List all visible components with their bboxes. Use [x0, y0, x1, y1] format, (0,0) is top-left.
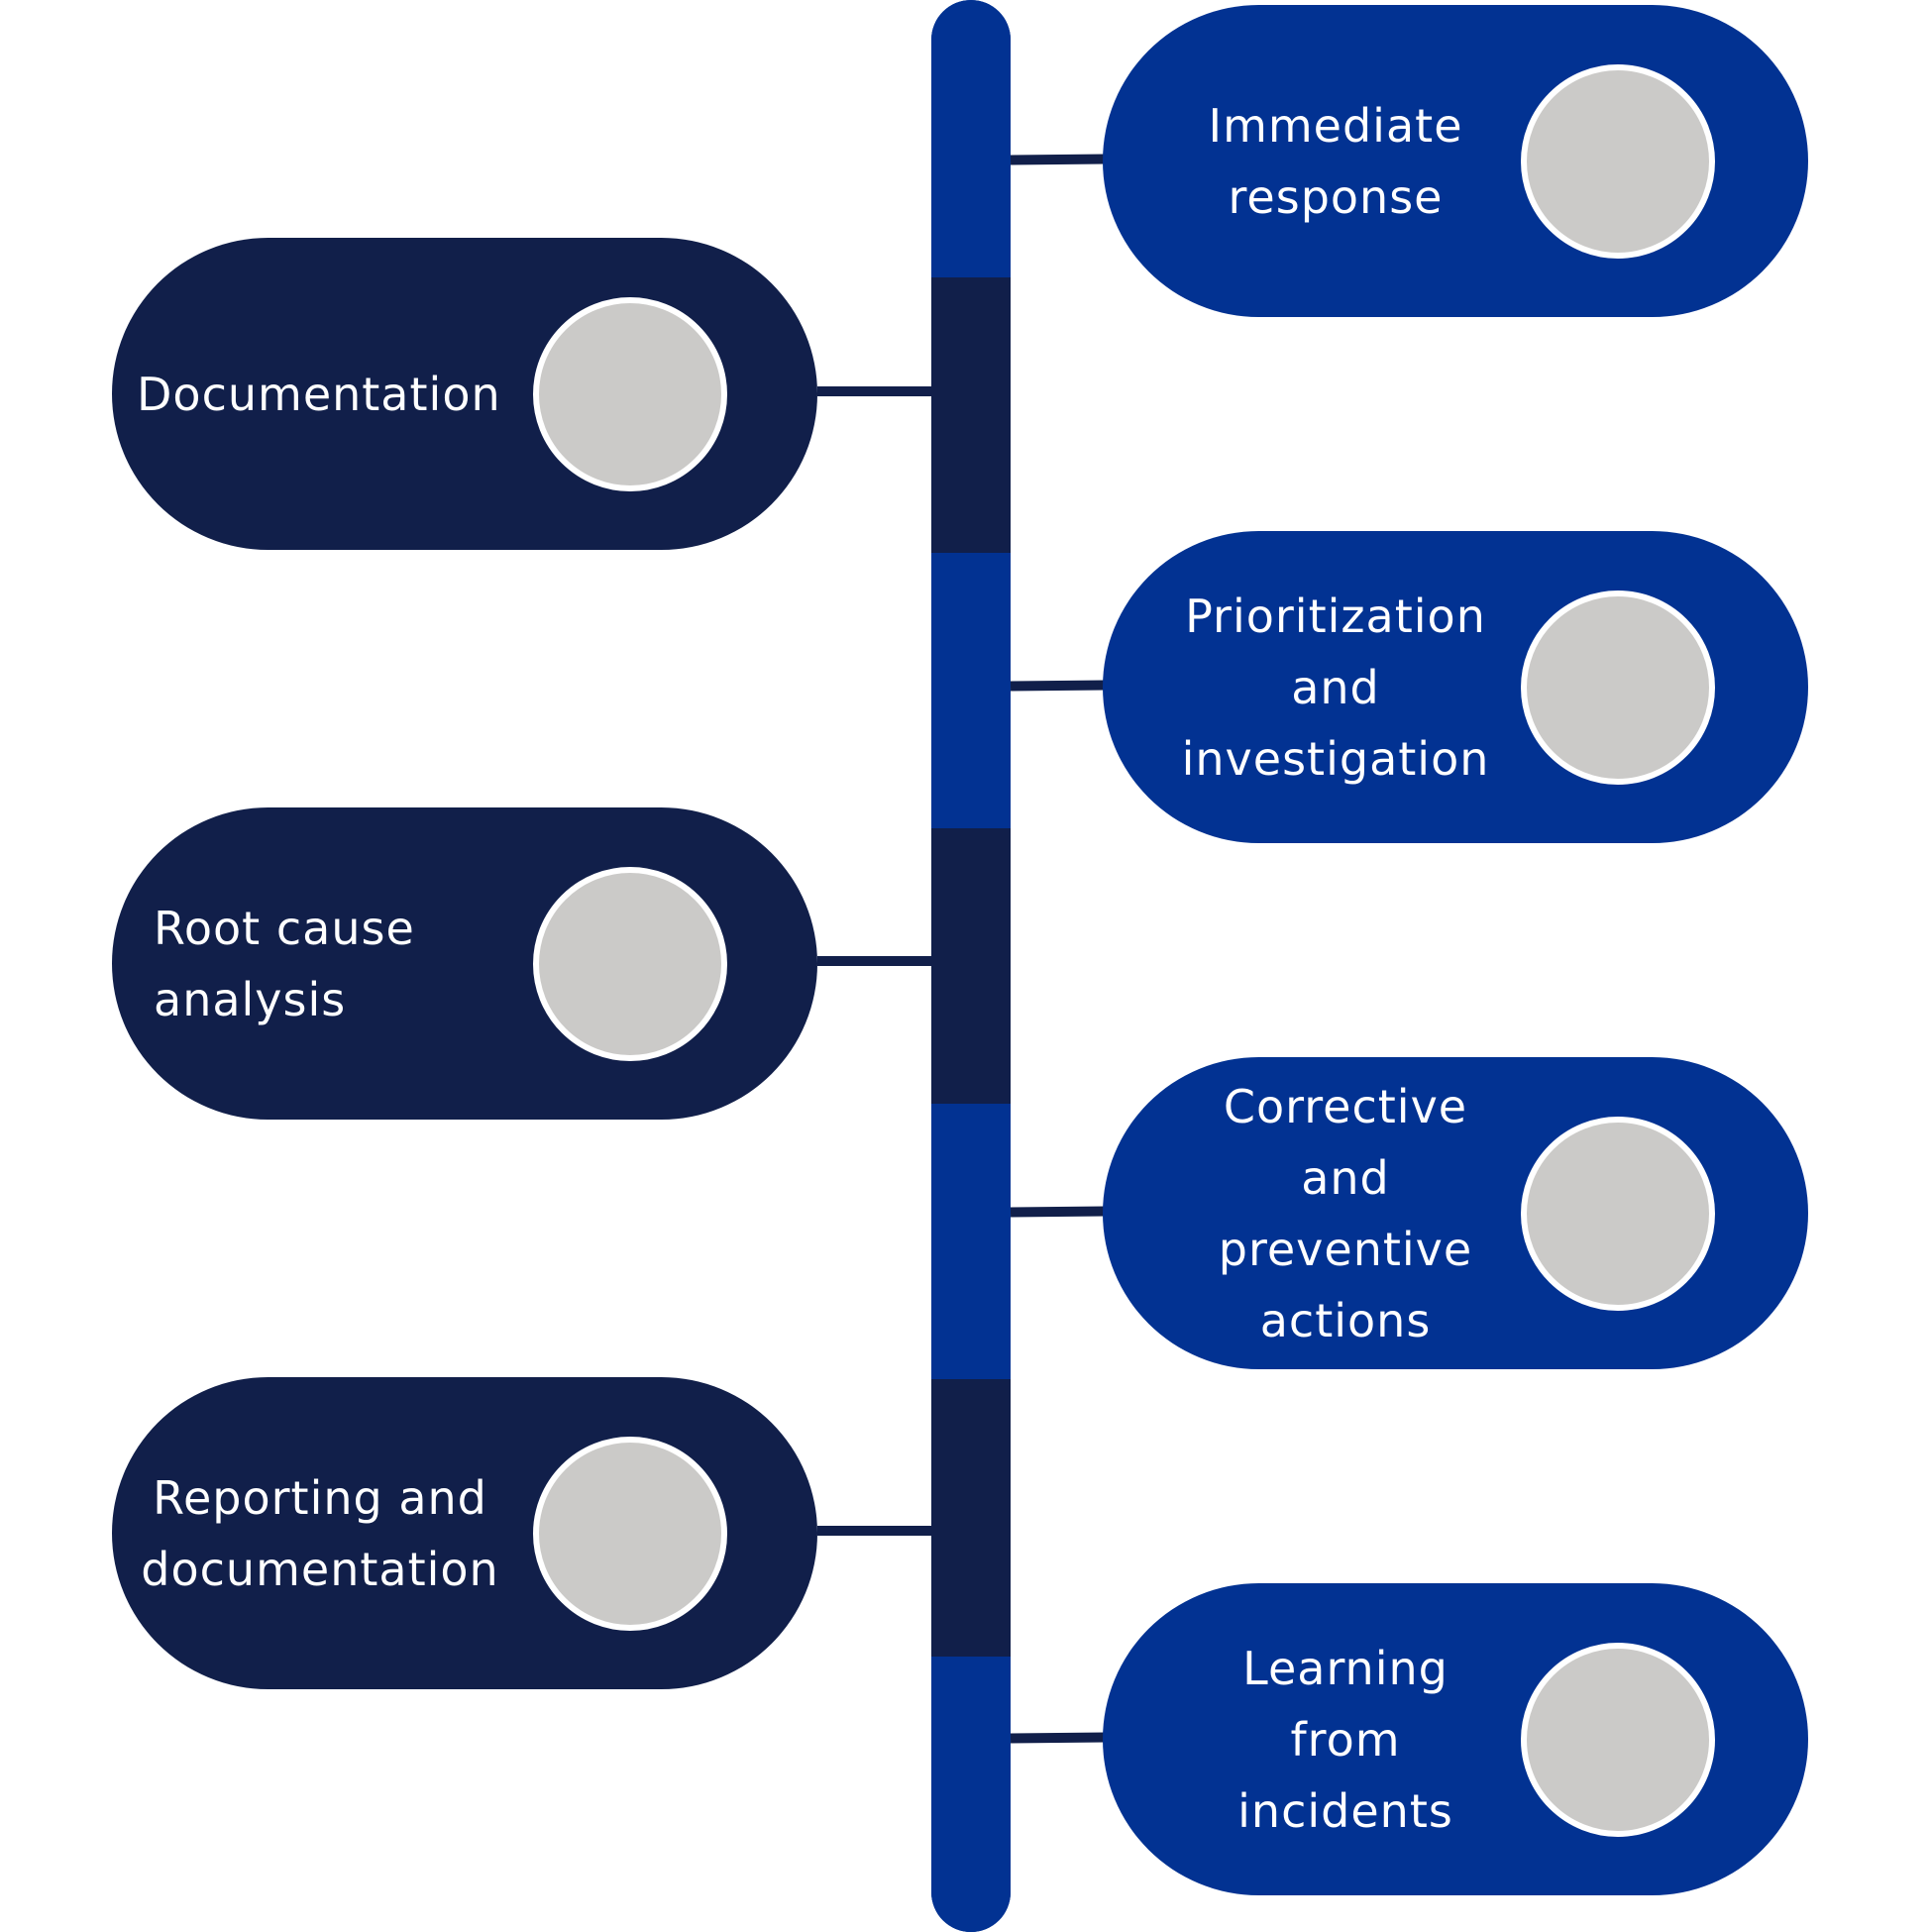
step-label: Root cause analysis [154, 901, 415, 1026]
connector-right-1 [1010, 154, 1107, 165]
placeholder-circle-icon [533, 1436, 727, 1631]
connector-left-3 [817, 1526, 931, 1536]
spine-segment [931, 0, 1011, 277]
placeholder-circle-icon [533, 866, 727, 1061]
spine-segment [931, 828, 1011, 1104]
placeholder-circle-icon [1521, 1116, 1715, 1311]
step-reporting-documentation: Reporting and documentation [112, 1377, 817, 1689]
connector-right-4 [1010, 1732, 1107, 1744]
step-label: Reporting and documentation [141, 1470, 499, 1596]
step-learning-from-incidents: Learning from incidents [1103, 1583, 1808, 1895]
connector-left-1 [817, 386, 931, 396]
step-root-cause-analysis: Root cause analysis [112, 807, 817, 1120]
step-label: Prioritization and investigation [1181, 589, 1490, 786]
spine-segment [931, 277, 1011, 553]
placeholder-circle-icon [1521, 63, 1715, 259]
step-immediate-response: Immediate response [1103, 5, 1808, 317]
step-label: Corrective and preventive actions [1218, 1079, 1473, 1347]
placeholder-circle-icon [533, 296, 727, 491]
step-documentation: Documentation [112, 238, 817, 550]
step-prioritization-investigation: Prioritization and investigation [1103, 531, 1808, 843]
connector-right-2 [1010, 680, 1107, 692]
connector-right-3 [1010, 1206, 1107, 1218]
step-label: Immediate response [1208, 98, 1463, 224]
spine-segment [931, 1657, 1011, 1932]
connector-left-2 [817, 956, 931, 966]
spine-segment [931, 1104, 1011, 1379]
placeholder-circle-icon [1521, 1642, 1715, 1837]
placeholder-circle-icon [1521, 590, 1715, 785]
spine-segment [931, 553, 1011, 828]
timeline-spine [931, 0, 1011, 1932]
step-corrective-preventive: Corrective and preventive actions [1103, 1057, 1808, 1369]
spine-segment [931, 1379, 1011, 1657]
step-label: Documentation [137, 367, 501, 421]
step-label: Learning from incidents [1237, 1641, 1453, 1838]
